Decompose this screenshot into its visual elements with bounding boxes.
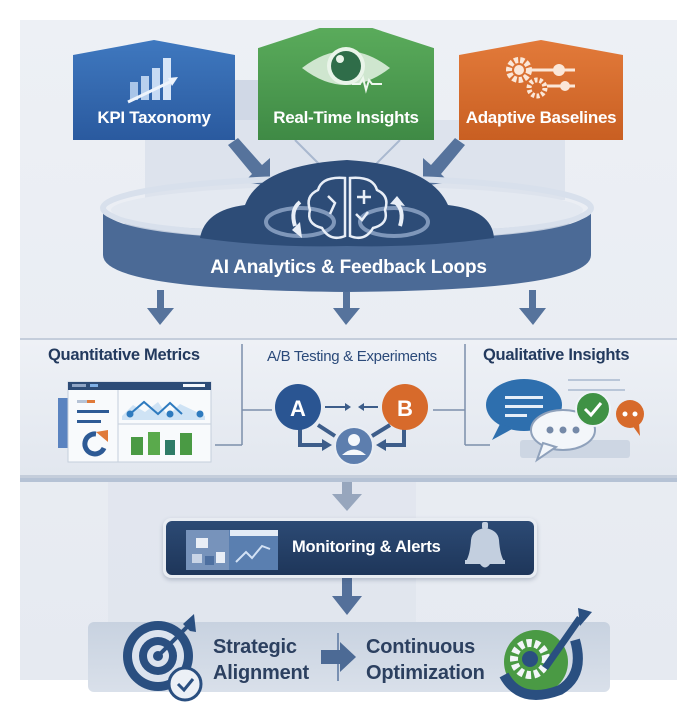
- card-label: Adaptive Baselines: [465, 108, 617, 127]
- label-line: Optimization: [366, 662, 485, 684]
- card-label: Real-Time Insights: [273, 108, 419, 127]
- card-adaptive-baselines: Adaptive Baselines: [459, 40, 623, 140]
- variant-b-label: B: [397, 396, 413, 421]
- monitoring-label: Monitoring & Alerts: [292, 538, 441, 556]
- qualitative-insights-title: Qualitative Insights: [483, 346, 630, 364]
- continuous-optimization-label: Continuous Optimization: [366, 634, 485, 686]
- gears-sliders-icon: [506, 57, 575, 99]
- variant-a-label: A: [290, 396, 306, 421]
- ab-testing-title: A/B Testing & Experiments: [267, 348, 437, 365]
- card-label: KPI Taxonomy: [97, 108, 211, 127]
- label-line: Alignment: [213, 662, 309, 684]
- bottom-bar: [88, 622, 610, 692]
- label-line: Strategic: [213, 636, 297, 658]
- card-real-time-insights: Real-Time Insights: [258, 28, 434, 140]
- card-kpi-taxonomy: KPI Taxonomy: [73, 40, 235, 140]
- bar-chart-trend-icon: [127, 58, 178, 104]
- eye-pulse-icon: [302, 47, 390, 94]
- label-line: Continuous: [366, 636, 476, 658]
- quantitative-metrics-title: Quantitative Metrics: [48, 346, 200, 364]
- hub-label: AI Analytics & Feedback Loops: [210, 257, 487, 278]
- strategic-alignment-label: Strategic Alignment: [213, 634, 309, 686]
